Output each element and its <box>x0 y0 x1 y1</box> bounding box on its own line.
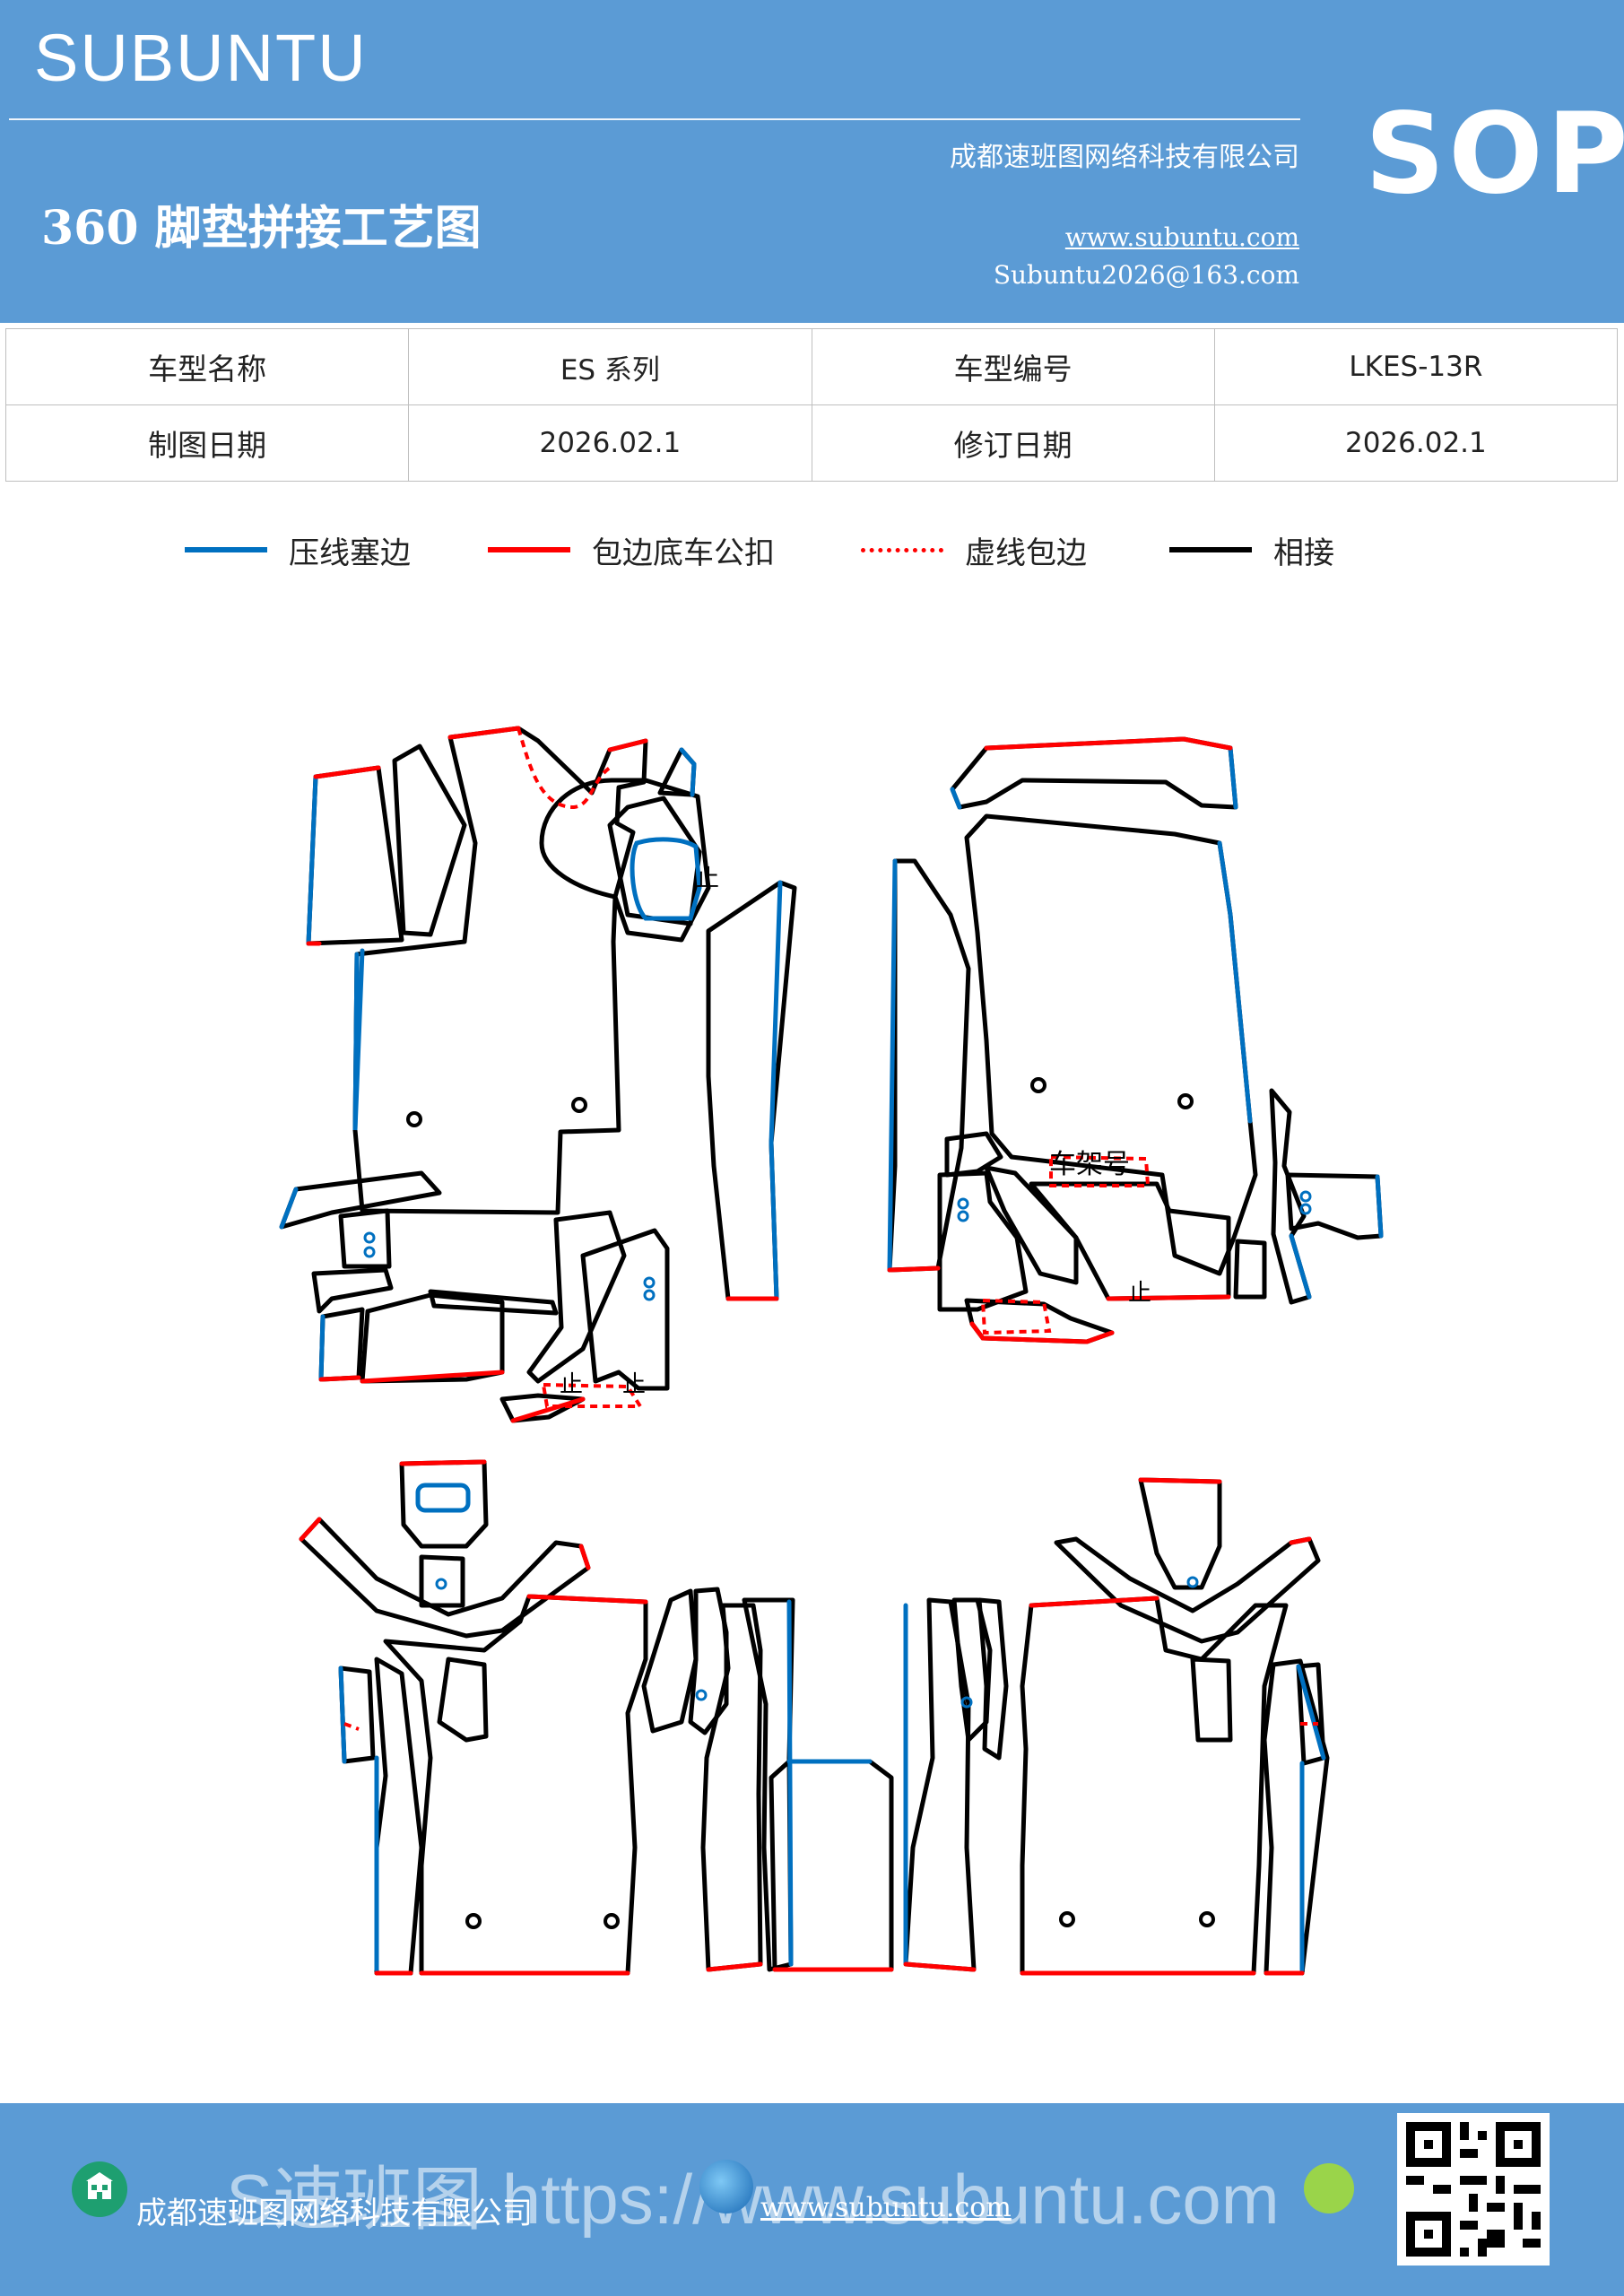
contact-email: Subuntu2026@163.com <box>993 260 1299 290</box>
model-name-value: ES 系列 <box>408 328 812 405</box>
mat-piece <box>944 1131 1003 1178</box>
mat-piece <box>437 1657 489 1743</box>
model-code-label: 车型编号 <box>811 328 1215 405</box>
legend-label: 相接 <box>1273 535 1334 571</box>
legend-label: 压线塞边 <box>289 535 411 571</box>
mat-piece <box>526 1210 627 1384</box>
black-line-swatch <box>1169 547 1252 552</box>
mat-piece <box>374 1657 424 1976</box>
table-row: 制图日期 2026.02.1 修订日期 2026.02.1 <box>4 404 1619 482</box>
red-dashed-line-swatch <box>861 547 943 552</box>
mat-piece <box>383 1594 648 1976</box>
mat-piece <box>311 1267 394 1314</box>
mat-piece <box>306 765 404 946</box>
draw-date-value: 2026.02.1 <box>408 404 812 482</box>
mat-piece <box>700 1603 763 1972</box>
mat-piece <box>937 1170 1029 1312</box>
revision-date-label: 修订日期 <box>811 404 1215 482</box>
mat-piece <box>419 1554 465 1608</box>
table-row: 车型名称 ES 系列 车型编号 LKES-13R <box>4 328 1619 405</box>
mat-piece <box>903 1597 977 1972</box>
footer-website-link[interactable]: www.subuntu.com <box>760 2192 1012 2223</box>
floor-mat-diagram: 车架号 止 止 止 止 <box>279 726 1384 1976</box>
mat-piece <box>539 778 711 943</box>
rear-right-mat <box>903 1477 1330 1976</box>
mat-piece <box>399 1459 489 1549</box>
mat-piece <box>688 1587 729 1735</box>
blue-press-edges <box>279 745 1384 1972</box>
stop-mark: 止 <box>696 865 719 892</box>
model-name-label: 车型名称 <box>4 328 410 405</box>
frame-number-label: 车架号 <box>1049 1149 1130 1180</box>
mat-piece <box>964 813 1258 1276</box>
mat-piece <box>318 1307 365 1382</box>
mat-piece <box>641 1588 699 1734</box>
legend-item-red-dashed: 虚线包边 <box>861 527 1087 572</box>
mat-piece <box>1233 1239 1267 1300</box>
revision-date-value: 2026.02.1 <box>1213 404 1619 482</box>
blue-clip-marks <box>363 1190 1312 1709</box>
footer-company-name: 成都速班图网络科技有限公司 <box>136 2196 533 2231</box>
mat-piece <box>1138 1477 1222 1590</box>
sop-badge: SOP <box>1365 90 1624 219</box>
page-footer <box>0 2103 1624 2296</box>
red-dashed-edges <box>343 727 1318 1731</box>
header-divider <box>9 118 1300 120</box>
qr-code <box>1397 2113 1550 2266</box>
model-code-value: LKES-13R <box>1213 328 1619 405</box>
mat-piece <box>977 1597 1009 1761</box>
mat-piece <box>984 1165 1079 1285</box>
mounting-holes <box>406 1077 1215 1929</box>
stop-mark: 止 <box>1128 1280 1151 1307</box>
stop-mark: 止 <box>560 1371 583 1398</box>
mat-piece <box>1020 1596 1289 1976</box>
mat-piece <box>706 880 797 1301</box>
brand-logo-text: SUBUNTU <box>34 21 368 95</box>
mat-piece <box>338 1208 392 1269</box>
vehicle-info-table: 车型名称 ES 系列 车型编号 LKES-13R 制图日期 2026.02.1 … <box>4 328 1619 482</box>
building-icon <box>72 2161 127 2217</box>
passenger-front-mat <box>887 736 1384 1344</box>
mat-piece <box>392 744 467 937</box>
mat-piece <box>742 1597 795 1972</box>
line-legend: 压线塞边 包边底车公扣 虚线包边 相接 <box>0 527 1624 572</box>
globe-icon <box>699 2160 753 2213</box>
footer-watermark: S速班图 https://www.subuntu.com <box>226 2160 1280 2239</box>
mat-piece <box>607 796 702 926</box>
page-header: SUBUNTU 成都速班图网络科技有限公司 360 脚垫拼接工艺图 www.su… <box>0 0 1624 323</box>
document-title: 360 脚垫拼接工艺图 <box>41 201 482 256</box>
mat-piece <box>580 1228 670 1391</box>
stop-mark: 止 <box>622 1371 646 1398</box>
legend-item-black: 相接 <box>1169 527 1334 572</box>
mat-piece <box>1190 1657 1233 1743</box>
legend-label: 虚线包边 <box>965 535 1087 571</box>
draw-date-label: 制图日期 <box>4 404 410 482</box>
legend-label: 包边底车公扣 <box>592 535 775 571</box>
mat-piece <box>428 1289 559 1316</box>
wechat-icon <box>1304 2163 1354 2213</box>
company-name: 成都速班图网络科技有限公司 <box>950 142 1299 173</box>
blue-line-swatch <box>185 547 267 552</box>
mat-piece <box>1029 1181 1231 1301</box>
legend-item-red: 包边底车公扣 <box>488 527 775 572</box>
red-binding-edges <box>299 726 1312 1976</box>
website-link[interactable]: www.subuntu.com <box>1064 222 1299 252</box>
mat-piece <box>1262 1658 1330 1976</box>
mat-piece <box>299 1517 591 1639</box>
red-line-swatch <box>488 547 570 552</box>
mat-piece <box>887 858 971 1273</box>
legend-item-blue: 压线塞边 <box>185 527 411 572</box>
